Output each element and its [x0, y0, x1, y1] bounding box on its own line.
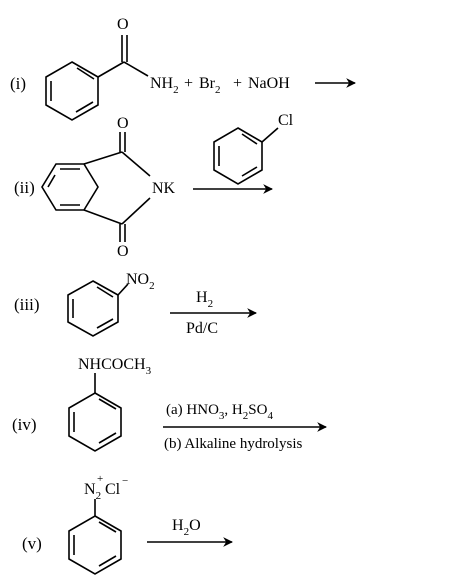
- acetamido-group: NHCOCH3: [78, 356, 152, 377]
- ring-double-bond: [75, 101, 94, 113]
- carbon-nitrogen-bond: [117, 283, 129, 296]
- benzenediazonium-chloride-structure: N2 + Cl −: [68, 473, 128, 575]
- chlorobenzene-structure: Cl: [213, 112, 294, 185]
- ring-carbonyl-bond: [83, 151, 123, 165]
- potassium-phthalimide-structure: O O NK: [41, 115, 176, 260]
- negative-charge: −: [122, 475, 128, 487]
- reagent-plus: +: [233, 75, 242, 92]
- reagent-water: H2O: [172, 517, 201, 538]
- imide-bond: [121, 151, 151, 177]
- reaction-label-i: (i): [10, 74, 26, 93]
- reagent-nitrating-mixture: (a) HNO3, H2SO4: [166, 402, 273, 422]
- ring-double-bond: [241, 133, 258, 145]
- reagent-hydrogen: H2: [196, 289, 213, 310]
- nitro-group: NO2: [126, 271, 155, 292]
- reaction-ii: (ii) O O NK Cl: [14, 112, 294, 260]
- reaction-v: (v) N2 + Cl − H2O: [22, 473, 233, 575]
- ring-double-bond: [98, 521, 117, 533]
- reagent-naoh: NaOH: [248, 75, 290, 92]
- ring-double-bond: [98, 398, 117, 410]
- benzene-ring: [67, 280, 119, 337]
- oxygen-atom: O: [117, 16, 129, 33]
- reaction-i: (i) O NH2 + Br2 + NaOH: [10, 16, 356, 121]
- diazonium-group: N2: [84, 481, 101, 502]
- amine-group: NH2: [150, 75, 179, 96]
- ring-double-bond: [96, 318, 114, 329]
- ring-double-bond: [96, 286, 114, 298]
- reagent-catalyst: Pd/C: [186, 320, 218, 337]
- carbon-chlorine-bond: [261, 127, 279, 143]
- reagent-plus: +: [184, 75, 193, 92]
- ring-double-bond: [98, 555, 117, 567]
- nitrobenzene-structure: NO2: [67, 271, 155, 337]
- benzene-ring: [68, 392, 122, 452]
- ring-double-bond: [47, 174, 56, 188]
- ring-carbonyl-bond: [83, 209, 123, 225]
- reaction-label-iii: (iii): [14, 295, 40, 314]
- acetanilide-structure: NHCOCH3: [68, 356, 152, 452]
- reaction-label-iv: (iv): [12, 415, 37, 434]
- benzene-ring: [68, 515, 122, 575]
- reaction-iii: (iii) NO2 H2 Pd/C: [14, 271, 257, 337]
- ring-double-bond: [98, 432, 117, 444]
- benzene-ring: [213, 127, 263, 185]
- nk-group: NK: [152, 180, 176, 197]
- reagent-bromine: Br2: [199, 75, 221, 96]
- oxygen-atom-top: O: [117, 115, 129, 132]
- imide-bond: [121, 197, 151, 225]
- ring-double-bond: [241, 166, 258, 177]
- reaction-label-ii: (ii): [14, 178, 35, 197]
- reaction-iv: (iv) NHCOCH3 (a) HNO3, H2SO4 (b) Alkalin…: [12, 356, 327, 452]
- oxygen-atom-bottom: O: [117, 243, 129, 260]
- benzene-ring: [45, 61, 99, 121]
- chloride-ion: Cl: [105, 481, 121, 498]
- carbonyl-carbon-bond: [97, 61, 125, 78]
- reagent-hydrolysis: (b) Alkaline hydrolysis: [164, 436, 302, 452]
- ring-double-bond: [76, 67, 95, 80]
- positive-charge: +: [97, 473, 103, 485]
- benzene-ring: [41, 163, 99, 211]
- reaction-label-v: (v): [22, 534, 42, 553]
- chlorine-atom: Cl: [278, 112, 294, 129]
- benzamide-structure: O NH2: [45, 16, 179, 121]
- amide-bond: [123, 61, 149, 77]
